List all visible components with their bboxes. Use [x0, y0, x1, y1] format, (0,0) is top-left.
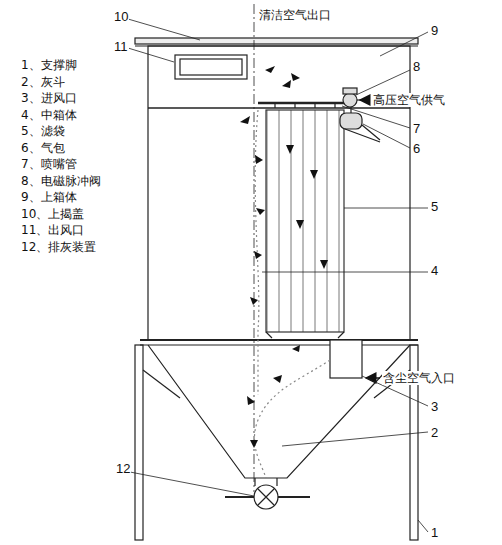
flow-label: 含尘空气入口	[382, 371, 456, 385]
part-list-item: 6、气包	[20, 141, 66, 155]
callout-number: 3	[430, 400, 439, 414]
part-list-item: 11、出风口	[20, 223, 85, 237]
part-list-item: 10、上揭盖	[20, 207, 85, 221]
part-list-item: 3、进风口	[20, 91, 78, 105]
part-list-item: 5、滤袋	[20, 124, 66, 138]
part-list-item: 4、中箱体	[20, 108, 78, 122]
part-list-item: 12、排灰装置	[20, 240, 97, 254]
part-list-item: 1、支撑脚	[20, 58, 78, 72]
callout-number: 9	[430, 24, 439, 38]
callout-number: 12	[115, 462, 131, 476]
callout-number: 6	[412, 142, 421, 156]
flow-label: 高压空气供气	[372, 93, 446, 107]
part-list-item: 2、灰斗	[20, 75, 66, 89]
part-list-item: 9、上箱体	[20, 190, 78, 204]
callout-number: 7	[412, 122, 421, 136]
callout-number: 4	[430, 264, 439, 278]
callout-number: 11	[113, 40, 129, 54]
part-list-item: 7、喷嘴管	[20, 157, 78, 171]
callout-number: 1	[430, 526, 439, 540]
callout-number: 2	[430, 426, 439, 440]
part-list-item: 8、电磁脉冲阀	[20, 174, 102, 188]
callout-number: 10	[113, 10, 129, 24]
flow-label: 清洁空气出口	[258, 8, 332, 22]
callout-number: 5	[430, 200, 439, 214]
callout-number: 8	[412, 60, 421, 74]
